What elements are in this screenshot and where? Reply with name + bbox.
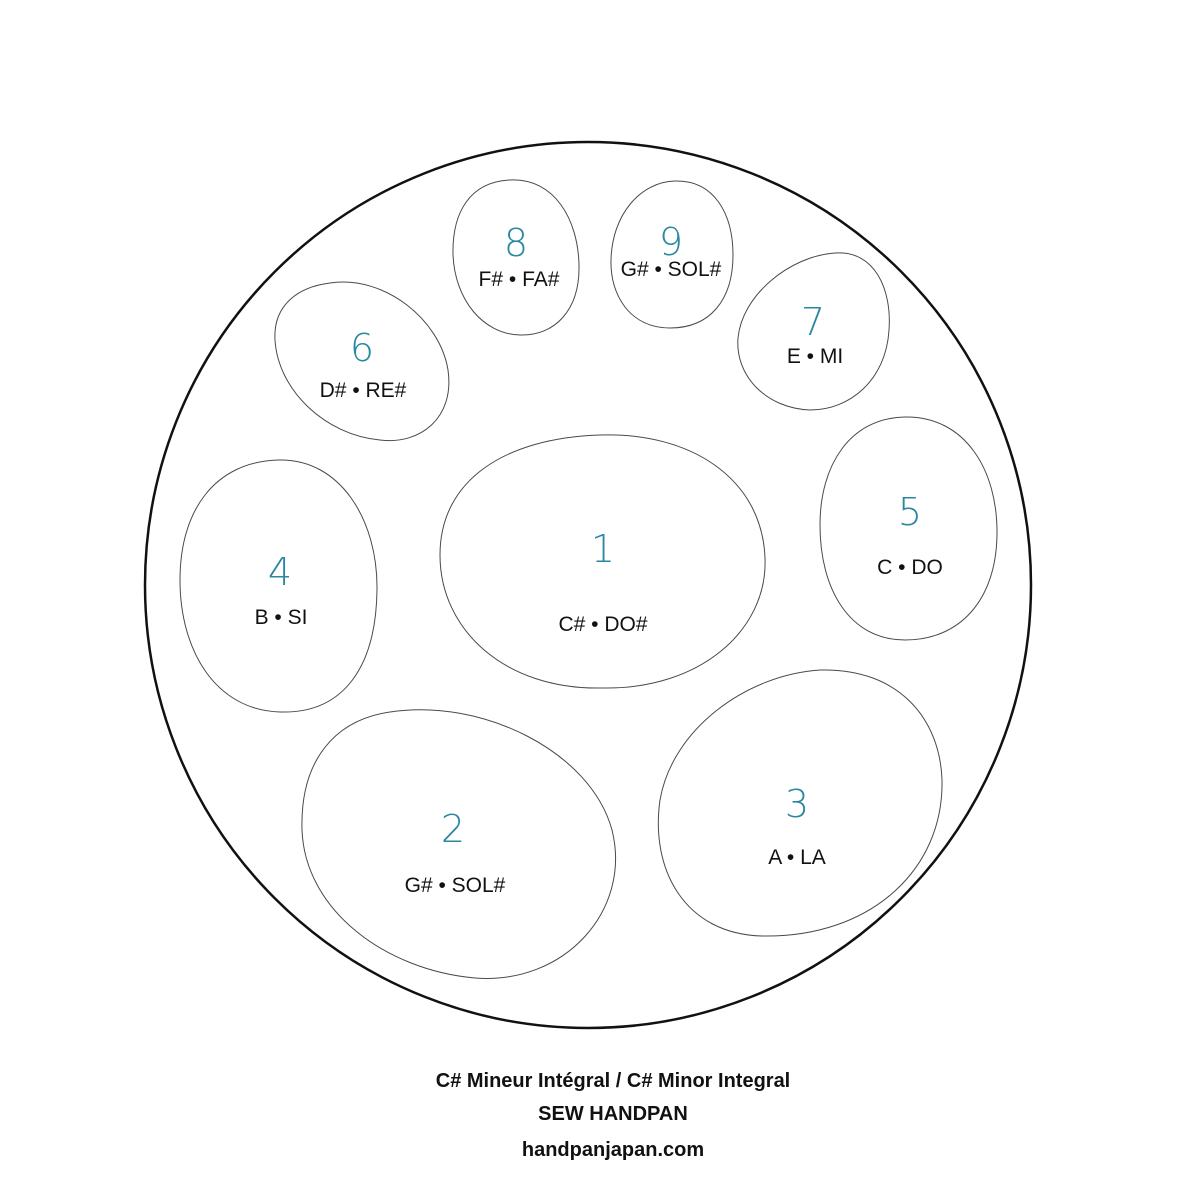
tone-field-4-number: 4 bbox=[268, 550, 292, 594]
tone-field-7-outline bbox=[737, 252, 890, 411]
tone-field-6-note: D# • RE# bbox=[320, 379, 407, 402]
tone-field-4-outline bbox=[179, 459, 378, 713]
tone-field-4-note: B • SI bbox=[255, 606, 308, 629]
tone-field-8: 8 F# • FA# bbox=[452, 179, 580, 336]
tone-field-2-number: 2 bbox=[441, 807, 465, 851]
brand-name: SEW HANDPAN bbox=[538, 1103, 688, 1125]
tone-field-9-outline bbox=[610, 180, 734, 329]
tone-field-8-outline bbox=[452, 179, 580, 336]
tone-field-4: 4 B • SI bbox=[179, 459, 378, 713]
tone-field-9-note: G# • SOL# bbox=[621, 258, 722, 281]
tone-field-8-note: F# • FA# bbox=[479, 268, 560, 291]
tone-field-9-number: 9 bbox=[659, 220, 683, 264]
tone-field-5: 5 C • DO bbox=[819, 416, 998, 641]
tone-field-1-note: C# • DO# bbox=[558, 613, 647, 636]
tone-field-2-outline bbox=[301, 709, 617, 979]
tone-field-1-outline bbox=[439, 434, 766, 689]
tone-field-3-outline bbox=[657, 669, 943, 937]
tone-field-7-number: 7 bbox=[801, 300, 825, 344]
scale-name: C# Mineur Intégral / C# Minor Integral bbox=[436, 1070, 791, 1092]
tone-field-2: 2 G# • SOL# bbox=[301, 709, 617, 979]
tone-field-6-outline bbox=[274, 281, 450, 442]
website-url: handpanjapan.com bbox=[522, 1139, 704, 1161]
tone-field-3: 3 A • LA bbox=[657, 669, 943, 937]
tone-field-1-number: 1 bbox=[591, 527, 615, 571]
tone-field-7: 7 E • MI bbox=[737, 252, 890, 411]
tone-field-6: 6 D# • RE# bbox=[274, 281, 450, 442]
tone-field-5-number: 5 bbox=[898, 490, 922, 534]
tone-field-5-outline bbox=[819, 416, 998, 641]
tone-field-9: 9 G# • SOL# bbox=[610, 180, 734, 329]
tone-field-6-number: 6 bbox=[350, 326, 374, 370]
tone-field-5-note: C • DO bbox=[877, 556, 943, 579]
tone-field-2-note: G# • SOL# bbox=[405, 874, 506, 897]
tone-field-3-number: 3 bbox=[785, 782, 809, 826]
tone-field-1: 1 C# • DO# bbox=[439, 434, 766, 689]
tone-field-3-note: A • LA bbox=[768, 846, 826, 869]
tone-field-7-note: E • MI bbox=[787, 345, 843, 368]
tone-field-8-number: 8 bbox=[504, 221, 528, 265]
